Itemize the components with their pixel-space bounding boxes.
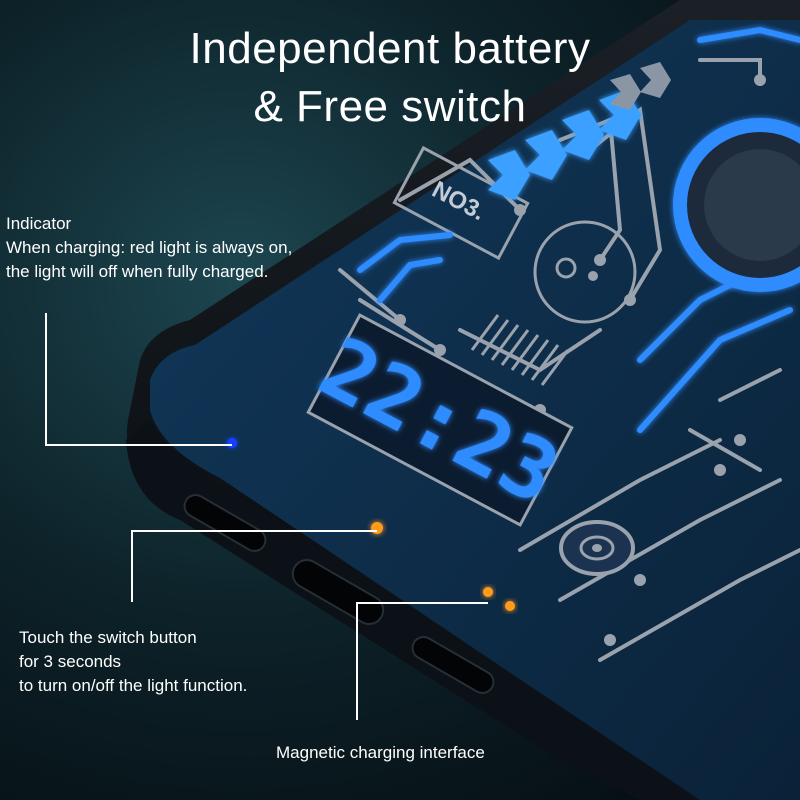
- speaker-slot-right: [411, 636, 495, 694]
- headline-line-2: & Free switch: [253, 82, 527, 131]
- charging-port: [291, 559, 385, 625]
- charging-led-2: [505, 601, 515, 611]
- switch-leader-vertical: [131, 530, 133, 602]
- case-side-edge: [126, 420, 700, 800]
- headline: Independent battery & Free switch: [160, 20, 620, 136]
- indicator-callout: Indicator When charging: red light is al…: [6, 212, 292, 284]
- indicator-leader-vertical: [45, 313, 47, 446]
- switch-line-2: for 3 seconds: [19, 652, 122, 671]
- indicator-line-2: the light will off when fully charged.: [6, 262, 269, 281]
- gray-chevrons: [610, 62, 671, 110]
- switch-line-3: to turn on/off the light function.: [19, 676, 248, 695]
- magnetic-callout: Magnetic charging interface: [276, 741, 485, 765]
- label-box: [392, 145, 530, 261]
- magnetic-text: Magnetic charging interface: [276, 743, 485, 762]
- indicator-line-1: When charging: red light is always on,: [6, 238, 293, 257]
- switch-callout: Touch the switch button for 3 seconds to…: [19, 626, 247, 698]
- battery-symbol: [533, 220, 637, 324]
- charging-led-1: [483, 587, 493, 597]
- speaker-slot-left: [183, 494, 267, 552]
- headline-line-1: Independent battery: [189, 24, 591, 73]
- switch-leader-horizontal: [131, 530, 377, 532]
- switch-line-1: Touch the switch button: [19, 628, 197, 647]
- indicator-light: [227, 438, 237, 448]
- heatsink-lines: [470, 314, 570, 386]
- indicator-title: Indicator: [6, 214, 72, 233]
- magnetic-leader-vertical: [356, 602, 358, 720]
- magnetic-leader-horizontal: [356, 602, 488, 604]
- switch-led: [371, 522, 383, 534]
- indicator-leader-horizontal: [45, 444, 232, 446]
- neon-traces: [357, 26, 800, 433]
